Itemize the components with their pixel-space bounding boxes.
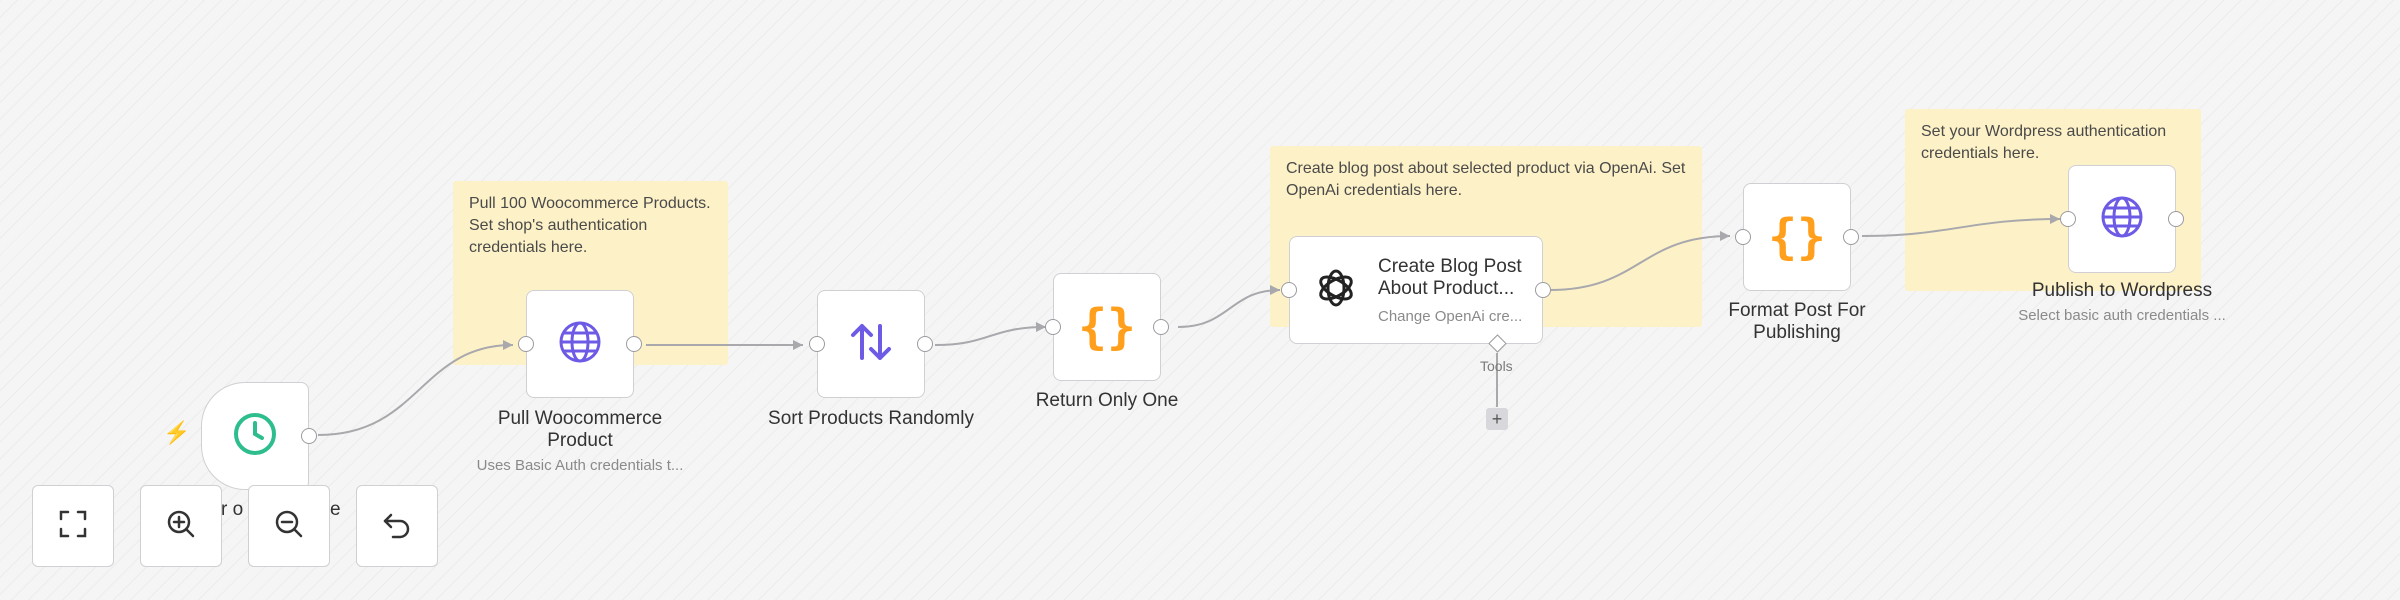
tools-connector-diamond[interactable] [1488,334,1507,353]
format-input-port[interactable] [1735,229,1751,245]
undo-button[interactable] [356,485,438,567]
sticky-note-text: Pull 100 Woocommerce Products. Set shop'… [469,195,711,256]
blog-title-line2: About Product... [1378,277,1515,299]
code-braces-icon: {} [1078,299,1136,355]
format-post-label: Format Post For Publishing [1728,300,1866,343]
trigger-output-port[interactable] [301,428,317,444]
sort-output-port[interactable] [917,336,933,352]
return-only-one-label: Return Only One [1035,390,1179,411]
schedule-trigger-node[interactable] [201,382,317,490]
tools-label: Tools [1480,358,1513,374]
trigger-bolt-icon: ⚡ [163,420,191,445]
trigger-label-fragment-tail: e [330,499,341,520]
publish-wordpress-node[interactable] [2060,165,2184,273]
zoom-out-icon [273,508,305,545]
blog-sublabel: Change OpenAi cre... [1378,307,1523,325]
pull-woocommerce-node[interactable] [518,290,642,398]
publish-output-port[interactable] [2168,211,2184,227]
code-braces-icon: {} [1768,209,1826,265]
pull-woocommerce-label: Pull Woocommerce Product [497,408,663,451]
globe-icon [2099,194,2145,245]
blog-output-port[interactable] [1535,282,1551,298]
sort-arrows-icon [847,318,895,371]
format-post-node[interactable]: {} [1735,183,1859,291]
return-output-port[interactable] [1153,319,1169,335]
trigger-label-fragment: r o [221,499,244,520]
sort-products-node[interactable] [809,290,933,398]
zoom-out-button[interactable] [248,485,330,567]
create-blog-post-node[interactable]: Create Blog Post About Product... Change… [1281,236,1551,353]
fit-view-icon [57,508,89,545]
publish-wordpress-sublabel: Select basic auth credentials ... [2018,307,2226,324]
sort-input-port[interactable] [809,336,825,352]
blog-title-line1: Create Blog Post [1378,255,1522,277]
clock-icon [231,410,279,463]
woocommerce-output-port[interactable] [626,336,642,352]
publish-wordpress-label: Publish to Wordpress [2031,280,2213,301]
publish-input-port[interactable] [2060,211,2076,227]
sticky-note-text: Create blog post about selected product … [1286,160,1686,199]
return-only-one-node[interactable]: {} [1045,273,1169,381]
format-output-port[interactable] [1843,229,1859,245]
add-tool-button[interactable]: + [1486,408,1508,430]
zoom-in-button[interactable] [140,485,222,567]
woocommerce-input-port[interactable] [518,336,534,352]
zoom-in-icon [165,508,197,545]
blog-input-port[interactable] [1281,282,1297,298]
sticky-note-text: Set your Wordpress authentication creden… [1921,123,2167,162]
undo-icon [381,508,413,545]
openai-icon [1312,264,1360,317]
globe-icon [557,319,603,370]
fit-view-button[interactable] [32,485,114,567]
connection-sort-to-return [934,326,1047,346]
connection-return-to-blog [1177,289,1281,328]
pull-woocommerce-sublabel: Uses Basic Auth credentials t... [476,457,684,474]
return-input-port[interactable] [1045,319,1061,335]
sort-products-label: Sort Products Randomly [768,408,974,429]
